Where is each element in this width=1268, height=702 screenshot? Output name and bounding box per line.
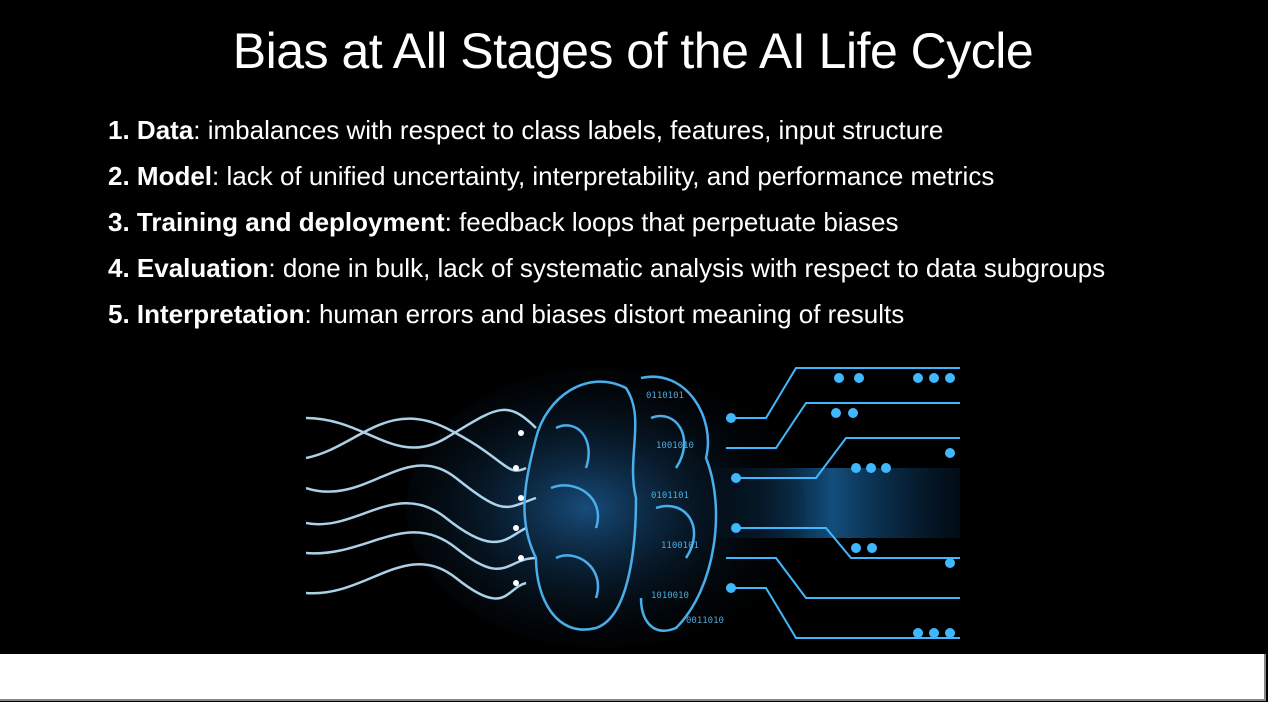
slide: Bias at All Stages of the AI Life Cycle …	[108, 23, 1106, 648]
item-text: : done in bulk, lack of systematic analy…	[268, 253, 1106, 283]
item-text: : human errors and biases distort meanin…	[304, 299, 905, 329]
slide-title: Bias at All Stages of the AI Life Cycle	[232, 23, 1034, 79]
item-term: Model	[136, 161, 213, 191]
ai-brain-circuit-icon: 0110101 1001010 0101101 1100101 1010010 001…	[306, 358, 960, 648]
item-term: Data	[136, 115, 194, 145]
item-number: 2.	[108, 161, 130, 191]
item-text: : feedback loops that perpetuate biases	[444, 207, 899, 237]
bias-stage-list: 1. Data: imbalances with respect to clas…	[108, 112, 1105, 342]
svg-text:0101101: 0101101	[651, 491, 689, 501]
item-term: Training and deployment	[136, 207, 445, 237]
item-term: Evaluation	[136, 253, 269, 283]
list-item: 4. Evaluation: done in bulk, lack of sys…	[108, 250, 1105, 296]
item-text: : lack of unified uncertainty, interpret…	[212, 161, 995, 191]
item-term: Interpretation	[136, 299, 305, 329]
item-number: 4.	[108, 253, 130, 283]
list-item: 2. Model: lack of unified uncertainty, i…	[108, 158, 1105, 204]
item-text: : imbalances with respect to class label…	[193, 115, 944, 145]
list-item: 3. Training and deployment: feedback loo…	[108, 204, 1105, 250]
svg-text:1100101: 1100101	[661, 541, 699, 551]
svg-text:0011010: 0011010	[686, 616, 724, 626]
list-item: 5. Interpretation: human errors and bias…	[108, 296, 1105, 342]
svg-text:1001010: 1001010	[656, 441, 694, 451]
svg-text:1010010: 1010010	[651, 591, 689, 601]
item-number: 1.	[108, 115, 130, 145]
item-number: 3.	[108, 207, 130, 237]
svg-text:0110101: 0110101	[646, 391, 684, 401]
item-number: 5.	[108, 299, 130, 329]
list-item: 1. Data: imbalances with respect to clas…	[108, 112, 1105, 158]
footer-bar	[0, 654, 1266, 701]
